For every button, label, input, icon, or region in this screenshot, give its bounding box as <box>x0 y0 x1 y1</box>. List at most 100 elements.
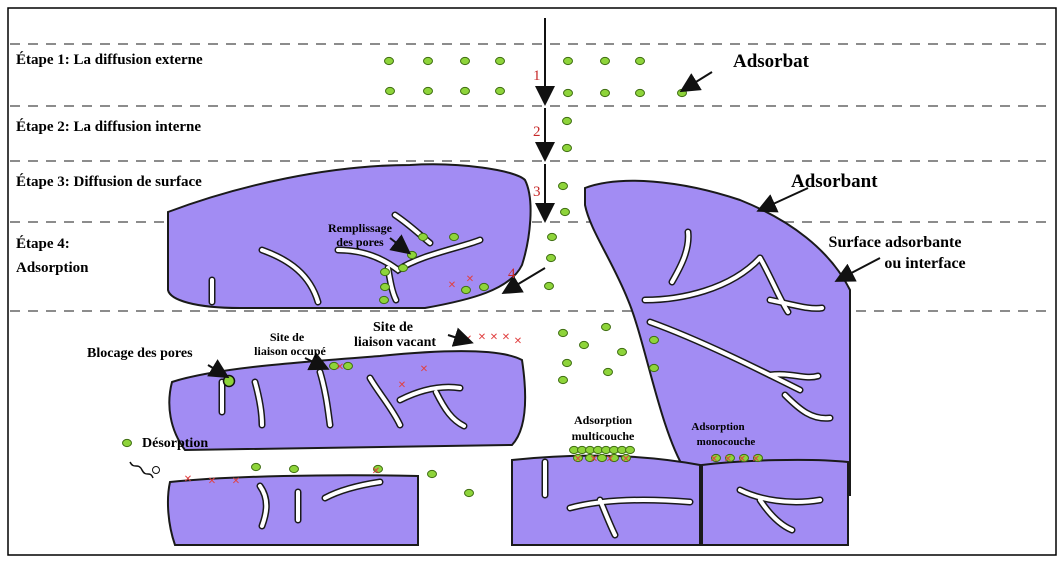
adsorbate-molecule <box>428 470 437 477</box>
binding-site-mark: ✕ <box>574 454 582 465</box>
binding-site-mark: ✕ <box>710 454 718 465</box>
adsorbate-molecule <box>678 89 687 96</box>
adsorbate-molecule <box>381 268 390 275</box>
binding-site-mark: ✕ <box>514 336 522 347</box>
arrow-number-4: 4 <box>508 266 516 282</box>
adsorbate-molecule <box>450 233 459 240</box>
multicouche-label-line2: multicouche <box>572 429 635 443</box>
adsorbate-molecule <box>601 89 610 96</box>
adsorbate-molecule <box>547 254 556 261</box>
binding-site-mark: ✕ <box>420 364 428 375</box>
adsorbate-molecule <box>559 329 568 336</box>
adsorbate-molecule <box>480 283 489 290</box>
binding-site-mark: ✕ <box>752 454 760 465</box>
adsorbate-molecule <box>399 264 408 271</box>
binding-site-mark: ✕ <box>336 362 344 373</box>
adsorbate-molecule <box>564 57 573 64</box>
adsorbate-molecule <box>563 359 572 366</box>
desorption-wave <box>130 462 153 478</box>
arrow-number-2: 2 <box>533 124 541 140</box>
adsorbate-molecule <box>650 364 659 371</box>
binding-site-mark: ✕ <box>398 380 406 391</box>
adsorbate-molecule <box>461 57 470 64</box>
adsorbate-molecule <box>636 89 645 96</box>
binding-site-mark: ✕ <box>466 274 474 285</box>
surface-label-line2: ou interface <box>884 255 965 272</box>
adsorbate-molecule <box>561 208 570 215</box>
adsorbate-molecule <box>563 117 572 124</box>
adsorbate-molecule <box>618 348 627 355</box>
site-occupe-label-line1: Site de <box>270 330 305 344</box>
multicouche-label-line1: Adsorption <box>574 413 632 427</box>
adsorbate-molecule <box>462 286 471 293</box>
monocouche-label-line1: Adsorption <box>691 421 744 433</box>
binding-site-mark: ✕ <box>208 476 216 487</box>
binding-site-mark: ✕ <box>724 454 732 465</box>
adsorbate-molecule <box>419 233 428 240</box>
adsorbate-molecule <box>559 376 568 383</box>
adsorbate-molecule <box>461 87 470 94</box>
binding-site-mark: ✕ <box>502 332 510 343</box>
adsorbate-molecule <box>563 144 572 151</box>
adsorbate-molecule <box>252 463 261 470</box>
site-vacant-label-line1: Site de <box>373 320 413 335</box>
remplissage-label-line2: des pores <box>336 235 384 249</box>
step3-label: Étape 3: Diffusion de surface <box>16 173 202 190</box>
adsorbate-molecule <box>381 283 390 290</box>
surface-pointer-arrow <box>838 258 880 280</box>
step4-label-line1: Étape 4: <box>16 235 70 252</box>
blocking-molecule <box>224 376 235 387</box>
binding-site-mark: ✕ <box>606 454 614 465</box>
binding-site-mark: ✕ <box>478 332 486 343</box>
adsorbate-molecule <box>344 362 353 369</box>
desorbed-site <box>153 467 160 474</box>
adsorbate-molecule <box>559 182 568 189</box>
arrow-number-1: 1 <box>533 68 541 84</box>
adsorbate-molecule <box>424 87 433 94</box>
monocouche-label-line2: monocouche <box>697 436 756 448</box>
step1-label: Étape 1: La diffusion externe <box>16 51 203 68</box>
binding-site-mark: ✕ <box>372 466 380 477</box>
adsorbate-molecule <box>545 282 554 289</box>
site-occupe-label-line2: liaison occupé <box>254 344 326 358</box>
binding-site-mark: ✕ <box>622 454 630 465</box>
adsorbate-molecule <box>650 336 659 343</box>
step2-label: Étape 2: La diffusion interne <box>16 118 201 135</box>
adsorbate-molecule <box>380 296 389 303</box>
adsorbate-molecule <box>408 251 417 258</box>
adsorbat-label: Adsorbat <box>733 51 810 72</box>
adsorbent-particle-bottom-left <box>168 475 418 545</box>
adsorbate-molecule <box>385 57 394 64</box>
step4-label-line2: Adsorption <box>16 260 89 276</box>
arrow-number-3: 3 <box>533 184 541 200</box>
adsorbate-molecule <box>564 89 573 96</box>
adsorbate-molecule <box>626 446 635 453</box>
adsorbate-molecule <box>601 57 610 64</box>
site-vacant-label-line2: liaison vacant <box>354 335 436 350</box>
blocage-label: Blocage des pores <box>87 346 193 361</box>
adsorbate-molecule <box>496 87 505 94</box>
desorption-label: Désorption <box>142 436 208 451</box>
binding-site-mark: ✕ <box>490 332 498 343</box>
adsorbate-molecule <box>496 57 505 64</box>
binding-site-mark: ✕ <box>448 280 456 291</box>
adsorbate-molecule <box>602 323 611 330</box>
adsorbate-molecule <box>636 57 645 64</box>
adsorbate-molecule <box>580 341 589 348</box>
binding-site-mark: ✕ <box>184 474 192 485</box>
adsorbat-pointer-arrow <box>683 72 712 90</box>
binding-site-mark: ✕ <box>738 454 746 465</box>
binding-site-mark: ✕ <box>232 476 240 487</box>
adsorbate-molecule <box>548 233 557 240</box>
adsorbate-molecule <box>290 465 299 472</box>
adsorbate-molecule <box>424 57 433 64</box>
adsorbate-molecule <box>386 87 395 94</box>
adsorbate-molecule <box>604 368 613 375</box>
remplissage-label-line1: Remplissage <box>328 221 393 235</box>
binding-site-mark: ✕ <box>590 454 598 465</box>
adsorbate-molecule <box>465 489 474 496</box>
adsorbant-label: Adsorbant <box>791 171 878 192</box>
surface-label-line1: Surface adsorbante <box>829 234 962 251</box>
